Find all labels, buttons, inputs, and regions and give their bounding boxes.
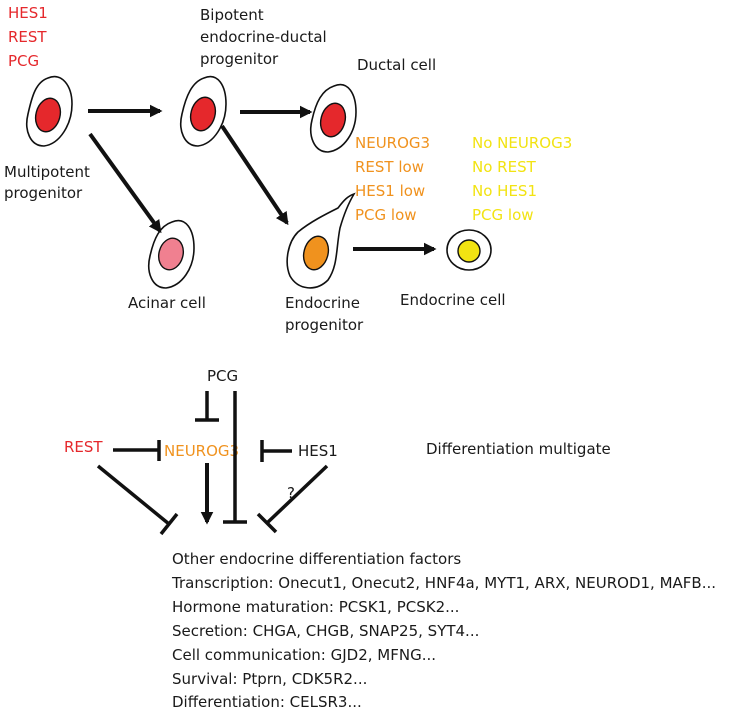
network-title: Differentiation multigate bbox=[426, 440, 611, 458]
target-factors: Other endocrine differentiation factors … bbox=[171, 550, 716, 710]
targets-line-secretion: Secretion: CHGA, CHGB, SNAP25, SYT4... bbox=[172, 622, 479, 640]
endoprog-marker-neurog3: NEUROG3 bbox=[355, 134, 430, 152]
endoprog-label-line1: Endocrine bbox=[285, 294, 360, 312]
endocell-marker-hes1: No HES1 bbox=[472, 182, 537, 200]
acinar-label: Acinar cell bbox=[128, 294, 206, 312]
network-question-mark: ? bbox=[287, 484, 295, 502]
edge-hes1-inhibits-targets bbox=[265, 464, 329, 525]
arrow-bipotent-to-endoprog bbox=[220, 124, 289, 226]
endoprog-marker-hes1: HES1 low bbox=[355, 182, 425, 200]
multipotent-marker-hes1: HES1 bbox=[8, 4, 48, 22]
edge-rest-inhibits-targets bbox=[96, 464, 171, 526]
endoprog-marker-rest: REST low bbox=[355, 158, 424, 176]
acinar-cell bbox=[148, 219, 195, 289]
network-edges bbox=[96, 391, 329, 536]
network-neurog3: NEUROG3 bbox=[164, 442, 239, 460]
ductal-label: Ductal cell bbox=[357, 56, 436, 74]
multipotent-label-line1: Multipotent bbox=[4, 163, 90, 181]
arrow-multipotent-to-acinar bbox=[88, 132, 162, 234]
targets-line-transcription: Transcription: Onecut1, Onecut2, HNF4a, … bbox=[171, 574, 716, 592]
endocell-marker-rest: No REST bbox=[472, 158, 537, 176]
ductal-cell bbox=[310, 83, 357, 153]
multipotent-cell bbox=[26, 75, 73, 147]
targets-heading: Other endocrine differentiation factors bbox=[172, 550, 461, 568]
endocell-label: Endocrine cell bbox=[400, 291, 506, 309]
multipotent-marker-pcg: PCG bbox=[8, 52, 39, 70]
endoprog-marker-pcg: PCG low bbox=[355, 206, 417, 224]
targets-line-survival: Survival: Ptprn, CDK5R2... bbox=[172, 670, 367, 688]
targets-line-communication: Cell communication: GJD2, MFNG... bbox=[172, 646, 436, 664]
network-rest: REST bbox=[64, 438, 103, 456]
edge-hes1-inhibits-targets-bar bbox=[256, 512, 278, 534]
targets-line-differentiation: Differentiation: CELSR3... bbox=[172, 693, 362, 710]
multipotent-label-line2: progenitor bbox=[4, 184, 83, 202]
endocell-marker-neurog3: No NEUROG3 bbox=[472, 134, 572, 152]
targets-line-hormone: Hormone maturation: PCSK1, PCSK2... bbox=[172, 598, 459, 616]
multipotent-marker-rest: REST bbox=[8, 28, 47, 46]
endoprog-label-line2: progenitor bbox=[285, 316, 364, 334]
bipotent-label-line3: progenitor bbox=[200, 50, 279, 68]
edge-rest-inhibits-targets-bar bbox=[159, 512, 179, 536]
endocell-marker-pcg: PCG low bbox=[472, 206, 534, 224]
bipotent-label-line1: Bipotent bbox=[200, 6, 264, 24]
endocrine-cell bbox=[446, 229, 492, 271]
lineage-arrows bbox=[88, 104, 437, 256]
endocrine-progenitor-cell bbox=[286, 192, 356, 289]
bipotent-cell bbox=[180, 75, 227, 147]
bipotent-label-line2: endocrine-ductal bbox=[200, 28, 327, 46]
network-hes1: HES1 bbox=[298, 442, 338, 460]
network-pcg: PCG bbox=[207, 367, 238, 385]
